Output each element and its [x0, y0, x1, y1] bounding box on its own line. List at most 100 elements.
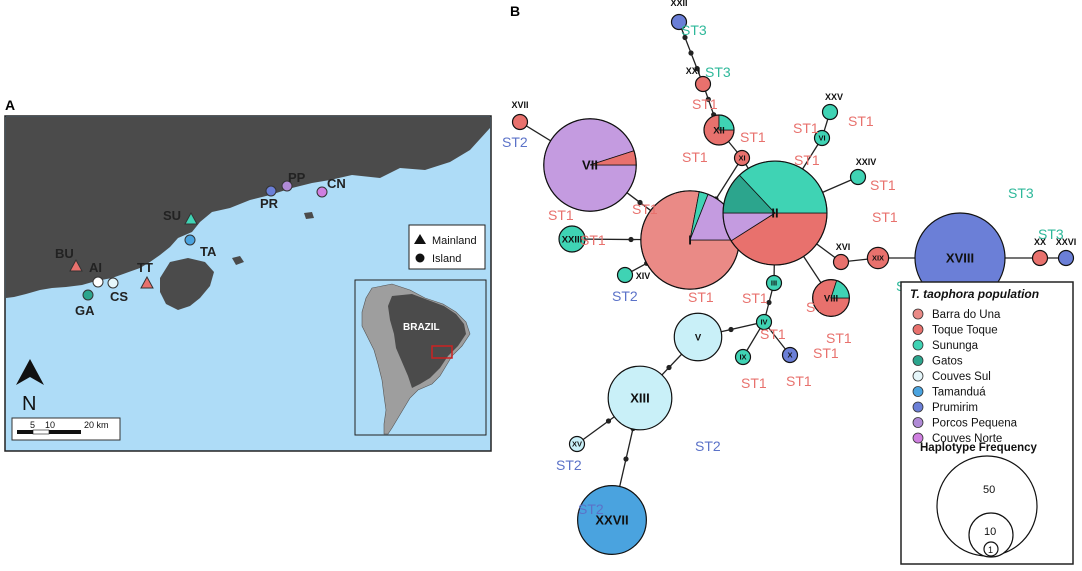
haplotype-label: XVII [511, 100, 528, 110]
haplotype-label: XIII [630, 391, 650, 406]
haplotype-label: XXII [670, 0, 687, 8]
scale-segment-3 [49, 430, 81, 434]
legend-label: Toque Toque [932, 325, 998, 337]
site-pp-label: PP [288, 170, 306, 185]
mutation-step [623, 456, 629, 462]
sequence-type-label: ST2 [502, 134, 528, 150]
sequence-type-label: ST1 [741, 375, 767, 391]
haplotype-node: VII [543, 118, 637, 212]
island-legend-label: Island [432, 253, 461, 265]
mainland-landmass [6, 117, 490, 298]
haplotype-label: II [771, 206, 778, 221]
scale-segment-1 [17, 430, 33, 434]
haplotype-node: XIX [866, 246, 890, 270]
sequence-type-label: ST3 [1038, 226, 1064, 242]
sequence-type-label: ST1 [813, 345, 839, 361]
frequency-circle-1 [983, 541, 999, 557]
sequence-type-label: ST2 [556, 457, 582, 473]
sequence-type-label: ST1 [548, 207, 574, 223]
site-su-marker [184, 211, 198, 225]
legend-label: Couves Sul [932, 371, 991, 383]
frequency-label-10: 10 [984, 526, 996, 538]
site-cn-label: CN [327, 176, 346, 191]
site-pr-label: PR [260, 196, 279, 211]
haplotype-label: XI [738, 154, 745, 163]
scale-tick-20: 20 km [84, 420, 109, 430]
site-ta-marker [184, 234, 196, 246]
mutation-step [688, 50, 694, 56]
legend-label: Couves Norte [932, 433, 1002, 445]
haplotype-label: I [688, 233, 692, 248]
panel-b-label: B [510, 3, 520, 19]
haplotype-circle [866, 246, 890, 270]
site-pp-marker [281, 180, 293, 192]
haplotype-label: XXIII [562, 234, 583, 245]
haplotype-label: VIII [824, 293, 838, 304]
haplotype-node: XXIII [558, 225, 586, 253]
haplotype-outline [543, 118, 637, 212]
sequence-type-label: ST2 [578, 501, 604, 517]
haplotype-circle [1057, 249, 1075, 267]
site-pr-marker [265, 185, 277, 197]
mutation-step [682, 34, 688, 41]
legend-label: Porcos Pequena [932, 418, 1018, 430]
legend-swatch [912, 370, 924, 382]
haplotype-label: XX [1034, 237, 1046, 247]
haplotype-node: XXVII [577, 485, 647, 555]
haplotype-node: III [765, 274, 783, 292]
haplotype-node: XVI [832, 242, 851, 271]
frequency-label-1: 1 [988, 545, 993, 555]
mainland-legend-label: Mainland [432, 235, 477, 247]
north-arrow-icon [16, 359, 44, 385]
haplotype-label: V [695, 332, 702, 343]
small-island-2 [304, 212, 314, 219]
haplotype-circle [734, 348, 752, 366]
study-area-highlight [431, 345, 453, 359]
north-label: N [22, 393, 36, 415]
brazil-shape [388, 294, 466, 388]
sites: BU AI CS GA TT SU TA PR PP CN [55, 170, 346, 318]
sequence-type-label: ST1 [760, 326, 786, 342]
sequence-type-label: ST1 [870, 177, 896, 193]
legend-swatch [912, 355, 924, 366]
legend-label: Sununga [932, 340, 979, 352]
site-type-legend: Mainland Island [408, 224, 486, 270]
haplotype-node: XVII [511, 100, 529, 131]
haplotype-node: XIV [616, 266, 650, 284]
haplotype-circle [813, 129, 831, 147]
site-cs-marker [107, 277, 119, 289]
haplotype-label: XVI [836, 242, 851, 252]
haplotype-circle [670, 13, 688, 31]
haplotype-label: X [787, 351, 792, 360]
haplotype-node: XX [1031, 237, 1049, 267]
site-cs-label: CS [110, 289, 128, 304]
inset-map: BRAZIL [354, 279, 487, 436]
haplotype-node: XIII [607, 365, 673, 431]
haplotype-label: VII [582, 158, 598, 173]
sequence-type-label: ST1 [632, 201, 658, 217]
site-tt-marker [140, 275, 154, 289]
sequence-type-label: ST1 [848, 113, 874, 129]
mainland-legend-icon [414, 234, 426, 244]
haplotype-label: VI [818, 134, 825, 143]
site-tt-label: TT [137, 260, 153, 275]
population-legend: T. taophora population Barra do UnaToque… [900, 281, 1074, 565]
haplotype-circle [673, 312, 723, 362]
haplotype-circle [511, 113, 529, 131]
legend-label: Prumirim [932, 402, 978, 414]
sequence-type-label: ST3 [681, 22, 707, 38]
haplotype-outline [703, 114, 735, 146]
mutation-step [628, 236, 634, 243]
legend-swatch [912, 432, 924, 444]
sequence-type-label: ST1 [786, 373, 812, 389]
haplotype-label: XXV [825, 92, 843, 102]
haplotype-circle [558, 225, 586, 253]
haplotype-node: XII [703, 114, 735, 146]
haplotype-node: XXV [821, 92, 843, 121]
site-ai-label: AI [89, 260, 102, 275]
frequency-label-50: 50 [983, 484, 995, 496]
site-bu-marker [69, 258, 83, 272]
legend-swatch [912, 324, 924, 335]
haplotype-outline [812, 279, 850, 317]
